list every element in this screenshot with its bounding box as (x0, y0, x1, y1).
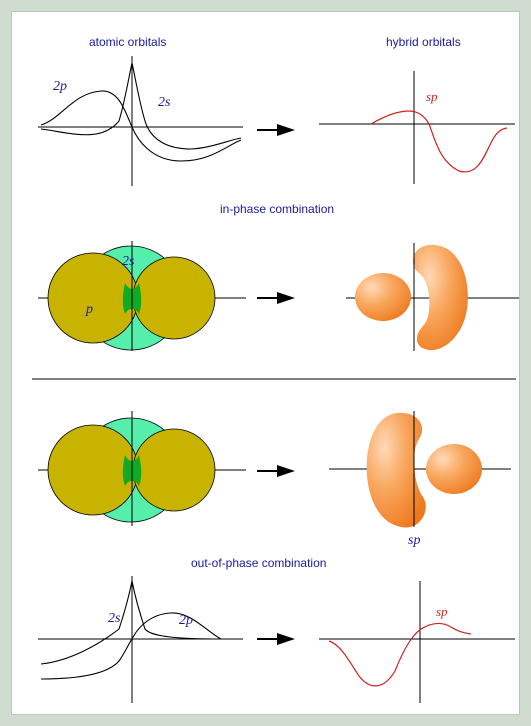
atomic-orbitals-plot-bottom: 2s 2p (38, 576, 243, 703)
label-p-lobe: p (85, 302, 93, 317)
diagram-frame: atomic orbitals hybrid orbitals in-phase… (11, 11, 520, 715)
right-arrow-icon (257, 633, 295, 645)
right-arrow-icon (257, 124, 295, 136)
2s-curve (40, 62, 242, 150)
2s-curve (40, 580, 222, 665)
small-sp-lobe (426, 444, 482, 494)
label-2s: 2s (108, 611, 121, 626)
label-2s-lobe: 2s (122, 254, 135, 269)
out-of-phase-hybrid-lobes: sp (329, 411, 511, 548)
in-phase-orbital-overlap: 2s p (38, 241, 246, 351)
atomic-orbitals-plot-top: 2p 2s (38, 56, 243, 186)
orbital-diagram: atomic orbitals hybrid orbitals in-phase… (32, 35, 519, 703)
2p-curve (40, 90, 242, 162)
in-phase-hybrid-lobes (346, 243, 519, 351)
hybrid-orbitals-plot-bottom: sp (319, 581, 515, 703)
heading-atomic-orbitals: atomic orbitals (89, 35, 166, 49)
sp-hybrid-curve (370, 110, 508, 173)
label-sp: sp (426, 89, 438, 104)
out-of-phase-orbital-overlap (38, 411, 246, 526)
label-sp: sp (436, 604, 448, 619)
sp-hybrid-curve (328, 622, 472, 687)
right-arrow-icon (257, 465, 295, 477)
label-2p: 2p (53, 79, 67, 94)
label-2s: 2s (158, 95, 171, 110)
hybrid-orbitals-plot-top: sp (319, 71, 515, 184)
label-sp-lobe: sp (408, 533, 420, 548)
heading-hybrid-orbitals: hybrid orbitals (386, 35, 461, 49)
p-lobe-right (132, 428, 216, 512)
label-2p: 2p (179, 613, 193, 628)
large-sp-lobe (366, 412, 426, 528)
large-sp-lobe (413, 244, 468, 351)
heading-out-of-phase: out-of-phase combination (191, 556, 326, 570)
2p-curve (40, 612, 222, 680)
heading-in-phase: in-phase combination (220, 202, 334, 216)
p-lobe-right (132, 256, 216, 340)
right-arrow-icon (257, 292, 295, 304)
small-sp-lobe (355, 273, 411, 321)
